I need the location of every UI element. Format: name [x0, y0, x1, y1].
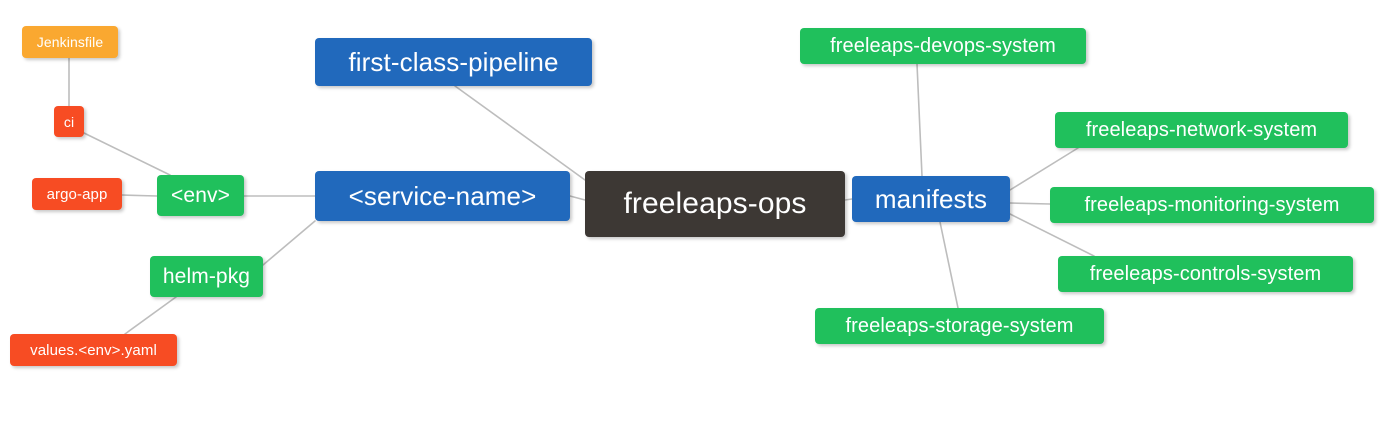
node-env[interactable]: <env>	[157, 175, 244, 216]
node-freeleaps-monitoring-system[interactable]: freeleaps-monitoring-system	[1050, 187, 1374, 223]
edge-helm-pkg-to-values-env-yaml	[124, 296, 177, 335]
edge-manifests-to-freeleaps-devops-system	[916, 63, 923, 177]
node-jenkinsfile[interactable]: Jenkinsfile	[22, 26, 118, 58]
node-freeleaps-devops-system[interactable]: freeleaps-devops-system	[800, 28, 1086, 64]
edge-manifests-to-freeleaps-monitoring-system	[1009, 202, 1051, 205]
node-service-name[interactable]: <service-name>	[315, 171, 570, 221]
node-freeleaps-ops[interactable]: freeleaps-ops	[585, 171, 845, 237]
edge-service-name-to-helm-pkg	[262, 220, 316, 266]
edge-env-to-argo-app	[121, 194, 158, 197]
node-values-env-yaml[interactable]: values.<env>.yaml	[10, 334, 177, 366]
edge-manifests-to-freeleaps-storage-system	[939, 221, 959, 309]
node-first-class-pipeline[interactable]: first-class-pipeline	[315, 38, 592, 86]
edge-freeleaps-ops-to-first-class-pipeline	[454, 85, 586, 181]
edge-freeleaps-ops-to-manifests	[844, 198, 853, 201]
node-freeleaps-network-system[interactable]: freeleaps-network-system	[1055, 112, 1348, 148]
edge-freeleaps-ops-to-service-name	[569, 195, 586, 201]
edge-env-to-ci	[83, 132, 171, 176]
node-argo-app[interactable]: argo-app	[32, 178, 122, 210]
edge-manifests-to-freeleaps-network-system	[1009, 147, 1079, 191]
node-freeleaps-controls-system[interactable]: freeleaps-controls-system	[1058, 256, 1353, 292]
node-freeleaps-storage-system[interactable]: freeleaps-storage-system	[815, 308, 1104, 344]
node-manifests[interactable]: manifests	[852, 176, 1010, 222]
node-helm-pkg[interactable]: helm-pkg	[150, 256, 263, 297]
node-ci[interactable]: ci	[54, 106, 84, 137]
